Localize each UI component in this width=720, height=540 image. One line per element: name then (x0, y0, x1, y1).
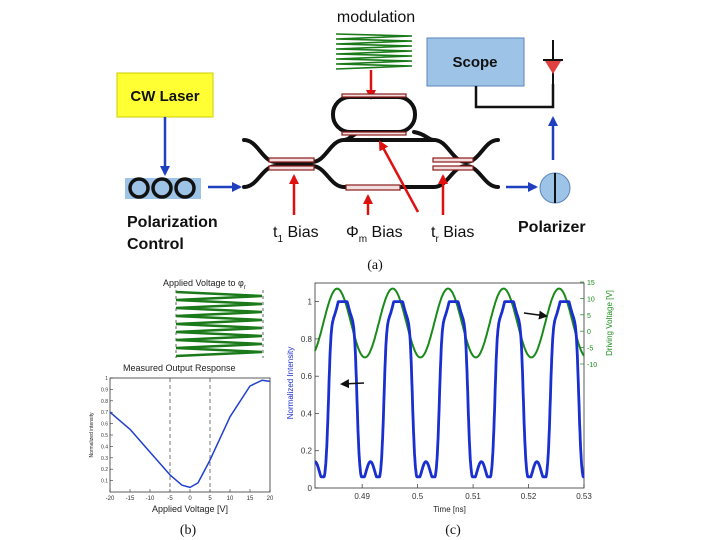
chart-c-xtick-label: 0.53 (576, 492, 592, 501)
t1-bias-label: t1 Bias (273, 224, 319, 245)
applied-voltage-title: Applied Voltage to φr (163, 278, 246, 291)
chart-b-xtick-label: 5 (208, 496, 212, 502)
chart-b-frame (109, 377, 271, 493)
chart-c-ytick-right-label: 0 (587, 329, 591, 336)
chart-c-left-axis-arrow (340, 379, 365, 389)
chart-c-ylabel-right: Driving Voltage [V] (605, 290, 614, 356)
chart-c: 0.49 0.5 0.51 0.52 0.53 0 0.2 0.4 0.6 0.8 1 15 10 5 0 -… (286, 280, 614, 514)
chart-b-series-line (109, 379, 271, 489)
chart-c-ytick-label: 0 (308, 484, 313, 493)
scope-label: Scope (452, 54, 497, 71)
polarization-label-line1: Polarization (127, 214, 218, 231)
caption-c: (c) (445, 523, 461, 538)
chart-c-ytick-right-label: -5 (587, 346, 593, 353)
chart-b-ytick-label: 1 (105, 376, 108, 382)
chart-b-xtick-label: 0 (188, 496, 192, 502)
polarization-label-line2: Control (127, 236, 184, 253)
phi-bias-label: Φm Bias (346, 224, 403, 245)
chart-c-xlabel: Time [ns] (433, 505, 466, 514)
modulation-wave-icon (335, 33, 413, 70)
modulation-label: modulation (337, 9, 415, 26)
chart-b-ytick-label: 0.5 (101, 433, 108, 439)
polarizer-label: Polarizer (518, 219, 586, 236)
caption-a: (a) (367, 258, 383, 273)
chart-b-xlabel: Applied Voltage [V] (152, 504, 228, 514)
chart-b-ylabel: Normalized intensity (89, 412, 95, 458)
polarization-controller-icon (125, 177, 201, 199)
chart-c-xtick-label: 0.49 (354, 492, 370, 501)
chart-c-ytick-label: 1 (308, 298, 313, 307)
chart-c-ytick-label: 0.4 (301, 409, 313, 418)
panel-a-setup-diagram: modulation Scope CW Laser Polarization C… (116, 9, 586, 273)
chart-b-ytick-label: 0.6 (101, 422, 108, 428)
modulation-bias-arrow (378, 140, 420, 213)
chart-c-xtick-label: 0.5 (412, 492, 424, 501)
chart-c-right-axis-arrow (523, 310, 548, 320)
chart-c-ylabel: Normalized Intensity (286, 347, 295, 419)
chart-b-xtick-label: 20 (267, 496, 274, 502)
chart-b-ytick-label: 0.4 (101, 444, 108, 450)
scope-wire (474, 84, 555, 109)
chart-c-ytick-right-label: 5 (587, 313, 591, 320)
chart-b-ytick-label: 0.7 (101, 410, 108, 416)
chart-b-xtick-label: -10 (146, 496, 155, 502)
chart-c-series-intensity (313, 300, 586, 479)
chart-b-xtick-label: -5 (167, 496, 173, 502)
applied-voltage-wave (175, 290, 263, 358)
chart-c-xtick-label: 0.51 (465, 492, 481, 501)
panel-b: Applied Voltage to φr Measured Output Re… (89, 278, 274, 538)
chart-c-ytick-right-label: 10 (587, 296, 595, 303)
panel-c: 0.49 0.5 0.51 0.52 0.53 0 0.2 0.4 0.6 0.8 1 15 10 5 0 -… (286, 280, 614, 538)
chart-b-xtick-label: -15 (126, 496, 135, 502)
chart-b-xtick-label: 10 (227, 496, 234, 502)
chart-c-ytick-right-label: 15 (587, 280, 595, 287)
photodetector-icon (543, 40, 563, 84)
chart-c-ytick-label: 0.6 (301, 372, 313, 381)
chart-b-ytick-label: 0.2 (101, 467, 108, 473)
chart-b: -20 -15 -10 -5 0 5 10 15 20 0.1 0.2 0.3 0.4 0.5 0.6 0.7… (89, 376, 274, 514)
tr-bias-label: tr Bias (431, 224, 474, 245)
caption-b: (b) (180, 523, 197, 538)
chart-b-ytick-label: 0.1 (101, 479, 108, 485)
chart-c-series-driving-voltage (314, 287, 585, 359)
chart-c-frame (314, 282, 585, 489)
chart-b-xtick-label: 15 (247, 496, 254, 502)
chart-c-ytick-label: 0.2 (301, 447, 313, 456)
polarizer-icon (539, 172, 571, 204)
chart-b-ytick-label: 0.8 (101, 399, 108, 405)
electrodes (268, 93, 474, 191)
cw-laser-label: CW Laser (130, 88, 199, 105)
chart-b-ytick-label: 0.9 (101, 387, 108, 393)
waveguide-circuit (242, 95, 500, 189)
measured-response-title: Measured Output Response (123, 363, 236, 373)
chart-c-xtick-label: 0.52 (521, 492, 537, 501)
chart-c-ytick-label: 0.8 (301, 335, 313, 344)
chart-c-ytick-right-label: -10 (587, 362, 597, 369)
chart-b-xtick-label: -20 (106, 496, 115, 502)
chart-b-ytick-label: 0.3 (101, 456, 108, 462)
